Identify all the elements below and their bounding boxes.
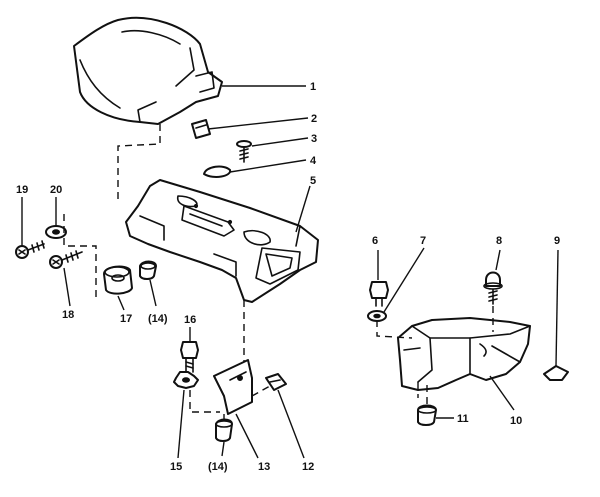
leader-lines [21,85,559,459]
part-17-bushing [103,265,133,295]
part-6-screw [369,281,389,307]
callout-14-lower: (14) [208,461,228,473]
part-9-clip [543,365,569,381]
part-16-bolt [180,341,199,373]
part-15-lock-washer [173,371,199,389]
part-14-bushing-lower [215,418,233,442]
part-8-screw [483,271,503,305]
part-2-clip [191,119,211,139]
callout-13: 13 [258,461,270,473]
part-11-bushing [417,404,437,426]
part-18-screw [49,250,83,269]
callout-3: 3 [311,133,317,145]
part-12-clip-nut [265,373,287,391]
callout-18: 18 [62,309,74,321]
callout-10: 10 [510,415,522,427]
callout-15: 15 [170,461,182,473]
callout-19: 19 [16,184,28,196]
callout-17: 17 [120,313,132,325]
part-19-screw [15,240,45,259]
callout-11: 11 [457,413,469,425]
callout-4: 4 [310,155,317,167]
callout-6: 6 [372,235,378,247]
callout-5: 5 [310,175,316,187]
part-4-insert [203,165,232,178]
callout-labels: 1 2 3 4 5 19 20 18 17 (14) 16 15 (14) 13… [16,81,560,473]
part-14-bushing-upper [139,260,157,280]
part-1-upper-cover [73,16,223,125]
callout-12: 12 [302,461,314,473]
callout-20: 20 [50,184,62,196]
callout-1: 1 [310,81,316,93]
part-10-lower-panel [397,317,531,391]
part-13-bracket [213,359,253,415]
callout-7: 7 [420,235,426,247]
callout-8: 8 [496,235,502,247]
part-7-washer [367,310,387,322]
part-20-washer [45,225,67,239]
callout-2: 2 [311,113,317,125]
alignment-lines [63,124,494,424]
callout-9: 9 [554,235,560,247]
part-5-console-body [125,179,319,303]
part-3-screw [236,140,252,163]
callout-16: 16 [184,314,196,326]
callout-14-upper: (14) [148,313,168,325]
